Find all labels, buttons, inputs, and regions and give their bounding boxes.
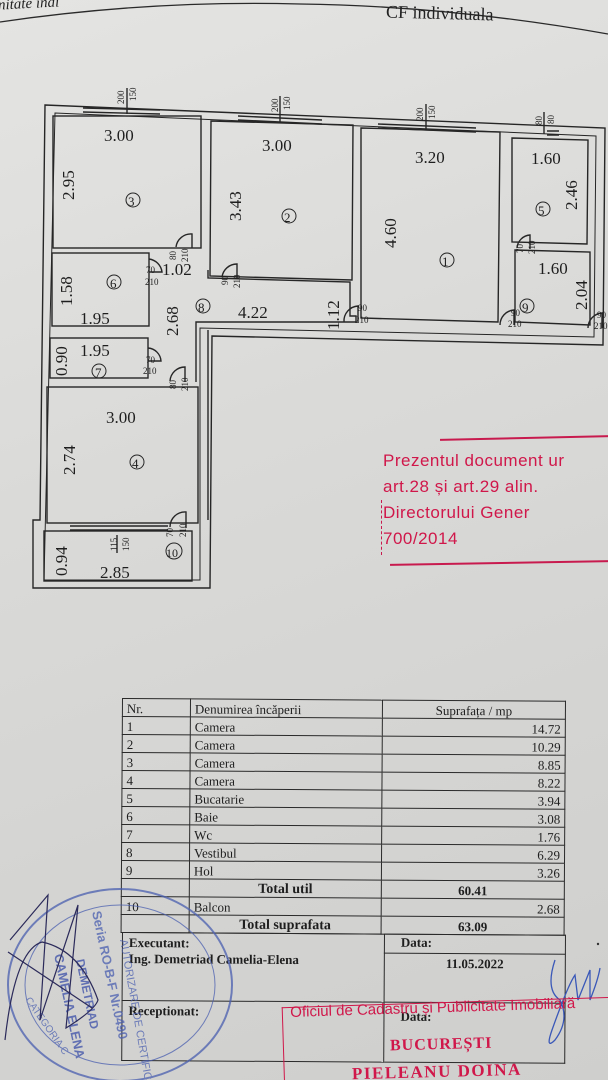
- total-surface-label: Total suprafata: [189, 914, 382, 935]
- svg-text:210: 210: [355, 315, 369, 325]
- room2-number: 2: [284, 210, 291, 225]
- vestibul-number: 8: [198, 300, 205, 315]
- room9-width: 1.60: [538, 259, 568, 278]
- svg-text:210: 210: [180, 377, 190, 391]
- room3-width: 3.00: [104, 126, 134, 145]
- window1-top: 200: [116, 90, 126, 104]
- red-stamp: Prezentul document ur art.28 și art.29 a…: [383, 448, 608, 552]
- room1-width: 3.20: [415, 148, 445, 167]
- room1-number: 1: [442, 254, 449, 269]
- svg-text:210: 210: [527, 240, 537, 254]
- room2-length: 3.43: [226, 191, 245, 221]
- document-header: nitate indi CF individuala: [0, 0, 608, 40]
- room10-number: 10: [166, 546, 178, 560]
- room9-number: 9: [522, 300, 529, 315]
- svg-text:210: 210: [143, 366, 157, 376]
- room5-width: 1.60: [531, 149, 561, 168]
- room1-length: 4.60: [381, 218, 400, 248]
- red-stamp-line3: Directorului Gener: [383, 503, 530, 522]
- room7-width: 1.95: [80, 341, 110, 360]
- executant-signature: [4, 893, 99, 1041]
- total-util-value: 60.41: [381, 880, 565, 900]
- window4-top: 80: [534, 116, 544, 126]
- red-stamp-line1: Prezentul document ur: [383, 451, 565, 470]
- room10-width: 2.85: [100, 563, 130, 582]
- svg-text:210: 210: [232, 274, 242, 288]
- svg-text:DEMETRIAD: DEMETRIAD: [73, 958, 102, 1031]
- surface-table: Nr. Denumirea încăperii Suprafața / mp 1…: [121, 698, 566, 936]
- room5-length: 2.46: [562, 180, 581, 210]
- col-area-header: Suprafața / mp: [382, 700, 566, 720]
- room3-number: 3: [128, 194, 135, 209]
- window1-bottom: 150: [128, 87, 138, 101]
- ocpi-stamp-city: BUCUREȘTI: [389, 1034, 493, 1055]
- room5-number: 5: [538, 203, 545, 218]
- floor-plan-drawing: 3.00 2.95 3 3.00 3.43 2 3.20 4.60 1 1.60…: [32, 87, 608, 589]
- floor-plan: 3.00 2.95 3 3.00 3.43 2 3.20 4.60 1 1.60…: [32, 87, 608, 589]
- svg-text:80: 80: [168, 380, 178, 390]
- col-name-header: Denumirea încăperii: [190, 698, 383, 719]
- room6-number: 6: [110, 276, 117, 291]
- door-labels: 80 210 70 210 90 210 90 210 70 210 80 21…: [143, 240, 608, 537]
- window3-bottom: 150: [427, 105, 437, 119]
- executant-name: Ing. Demetriad Camelia-Elena: [128, 951, 299, 968]
- svg-text:90: 90: [597, 310, 607, 320]
- window4-bottom: 80: [546, 115, 556, 125]
- date-label: Data:: [384, 934, 566, 955]
- total-util-label: Total util: [189, 878, 382, 899]
- room4-width: 3.00: [106, 408, 136, 427]
- vestibul-extra-2: 1.12: [324, 300, 343, 330]
- svg-text:210: 210: [180, 248, 190, 262]
- svg-text:70: 70: [146, 265, 156, 275]
- window2-top: 200: [270, 98, 280, 112]
- vestibul-length: 2.68: [163, 306, 182, 336]
- window5-bottom: 150: [121, 537, 131, 551]
- svg-text:90: 90: [358, 303, 368, 313]
- header-rule: [0, 2, 608, 35]
- executant-label: Executant:: [128, 935, 190, 951]
- svg-text:70: 70: [165, 528, 175, 538]
- window2-bottom: 150: [282, 96, 292, 110]
- room6-width: 1.95: [80, 309, 110, 328]
- room7-length: 0.90: [52, 346, 71, 376]
- ocpi-stamp-name: PIELEANU DOINA: [351, 1059, 522, 1080]
- svg-text:CATEGORIA C: CATEGORIA C: [23, 995, 71, 1057]
- room7-number: 7: [95, 365, 102, 380]
- room4-number: 4: [132, 456, 139, 471]
- svg-text:80: 80: [168, 251, 178, 261]
- svg-text:210: 210: [594, 321, 608, 331]
- vestibul-extra-1: 1.02: [162, 260, 192, 279]
- window3-top: 200: [415, 107, 425, 121]
- svg-text:90: 90: [220, 276, 230, 286]
- svg-text:CAMELIA ELENA: CAMELIA ELENA: [51, 953, 88, 1061]
- window5-top: 115: [109, 537, 119, 551]
- room10-length: 0.94: [52, 546, 71, 576]
- svg-text:210: 210: [508, 319, 522, 329]
- room2-width: 3.00: [262, 136, 292, 155]
- vestibul-width: 4.22: [238, 303, 268, 322]
- room3-length: 2.95: [59, 170, 78, 200]
- room9-length: 2.04: [572, 280, 591, 310]
- svg-text:90: 90: [511, 308, 521, 318]
- svg-text:70: 70: [515, 244, 525, 254]
- svg-text:210: 210: [178, 523, 188, 537]
- svg-text:70: 70: [146, 355, 156, 365]
- red-stamp-line2: art.28 și art.29 alin.: [383, 477, 539, 496]
- room6-length: 1.58: [57, 276, 76, 306]
- col-nr-header: Nr.: [122, 698, 191, 717]
- red-stamp-border: [381, 500, 382, 555]
- room4-length: 2.74: [60, 445, 79, 475]
- red-stamp-line4: 700/2014: [383, 529, 458, 548]
- svg-text:210: 210: [145, 277, 159, 287]
- total-surface-value: 63.09: [381, 916, 565, 936]
